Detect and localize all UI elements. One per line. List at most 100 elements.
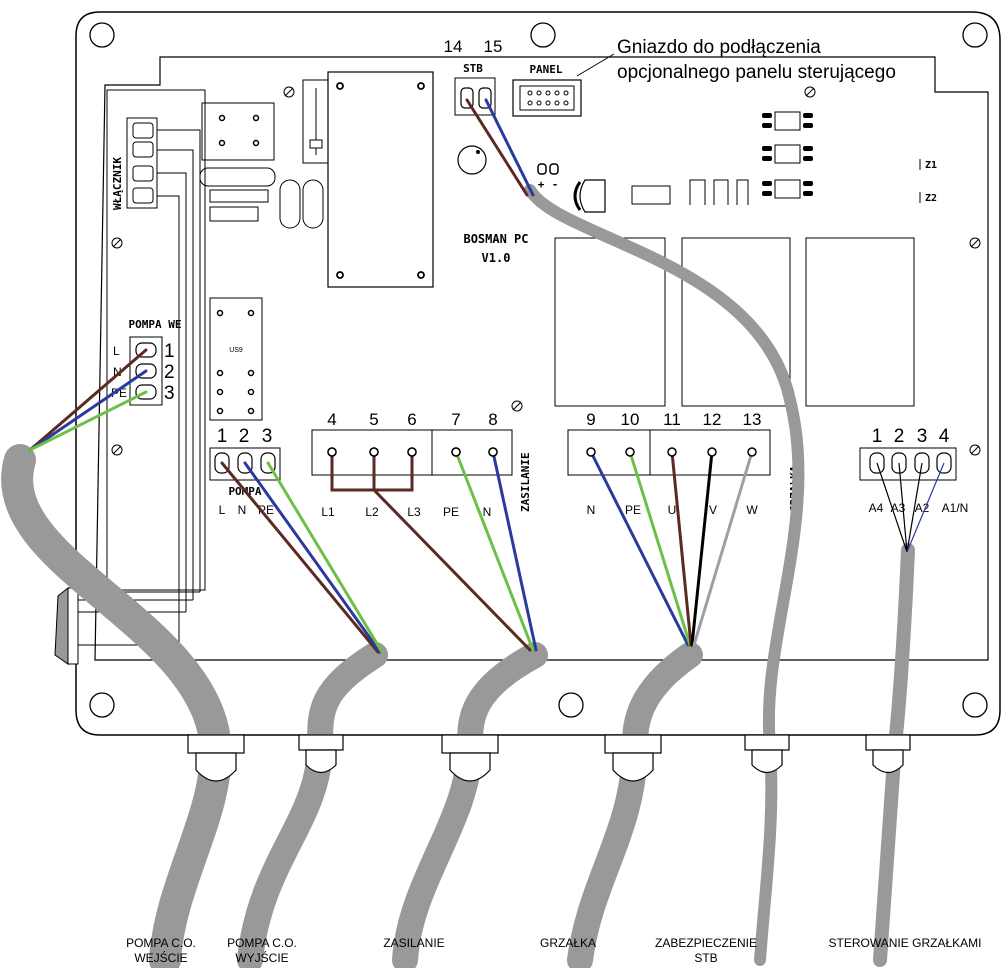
wire-brown: [372, 488, 532, 652]
enclosure-outline: [75, 11, 1001, 736]
pin-label: A4: [869, 501, 884, 515]
screw-icons: [111, 86, 981, 456]
pin-label: L: [219, 503, 226, 517]
screw-icon: [969, 444, 981, 456]
control-pin-labels: A4 A3 A2 A1/N: [869, 501, 969, 515]
minus-label: -: [552, 178, 559, 191]
heater-numbers: 9 10 11 12 13: [586, 410, 761, 429]
us9-label: US9: [229, 347, 243, 354]
power-relay: [681, 237, 791, 407]
ic-chip: [631, 185, 671, 205]
capacitor: [302, 179, 324, 229]
cable-stb: [524, 184, 805, 966]
pin-label: N: [113, 365, 122, 379]
cable-gland: [298, 734, 344, 774]
switch-module: [106, 89, 206, 591]
mounting-hole: [89, 22, 115, 48]
pin-number: 4: [939, 426, 950, 447]
terminal-number: 7: [451, 410, 460, 429]
buzzer: [457, 145, 487, 175]
wire-bridge: [330, 450, 414, 492]
pin-label: U: [668, 503, 677, 517]
pin-number: 3: [164, 383, 175, 404]
heater-terminals: [586, 447, 757, 457]
wire-green: [28, 390, 148, 452]
terminal-number: 11: [663, 410, 681, 429]
wire-brown: [670, 450, 693, 647]
panel-connector: [512, 79, 582, 117]
panel-label: PANEL: [529, 63, 562, 76]
mounting-hole: [558, 692, 584, 718]
pin-number: 3: [262, 426, 273, 447]
terminal-number: 10: [621, 410, 640, 429]
wire-green: [266, 461, 384, 654]
wire-brown: [28, 348, 148, 452]
cable-label: STEROWANIE GRZAŁKAMI: [829, 936, 982, 950]
switch-bezel: [67, 587, 79, 665]
pin-number: 1: [217, 426, 228, 447]
pin-header: [689, 179, 749, 205]
pin-label: N: [483, 505, 492, 519]
z1-label: Z1: [925, 160, 937, 171]
pin-label: L3: [407, 505, 421, 519]
pin-label: W: [746, 503, 758, 517]
mounting-hole: [962, 692, 988, 718]
wire-brown: [220, 461, 380, 654]
relay-pins: [218, 114, 260, 147]
mounting-hole: [530, 22, 556, 48]
cable-gland: [744, 734, 790, 774]
pin-label: A2: [915, 501, 930, 515]
cable-label: POMPA C.O.: [227, 936, 297, 950]
control-pins: [869, 452, 952, 474]
pin-number: 1: [164, 341, 175, 362]
pin-number: 3: [917, 426, 928, 447]
pin-label: V: [709, 503, 717, 517]
panel-pins: [527, 90, 569, 106]
capacitor: [199, 167, 276, 187]
cable-gland: [441, 734, 499, 782]
pump-in-pin-labels: L N PE 1 2 3: [111, 341, 175, 404]
mounting-hole: [89, 692, 115, 718]
terminal-number: 4: [327, 410, 336, 429]
pin-label: L1: [321, 505, 335, 519]
cable-label: WYJŚCIE: [235, 950, 288, 965]
control-numbers: 1 2 3 4: [872, 426, 950, 447]
cable-gland: [187, 734, 245, 782]
pin-label: L2: [365, 505, 379, 519]
wire-blue: [589, 450, 690, 647]
terminal-number: 5: [369, 410, 378, 429]
wire-brown: [465, 98, 529, 197]
cable-label: WEJŚCIE: [134, 950, 187, 965]
screw-icon: [969, 237, 981, 249]
wire-blue: [491, 450, 538, 652]
screw-icon: [283, 86, 295, 98]
terminal-number: 8: [488, 410, 497, 429]
pin-label: PE: [625, 503, 641, 517]
optocouplers: [774, 111, 801, 199]
cable-pump-in: [1, 444, 232, 968]
pin-number: 2: [239, 426, 250, 447]
stb-number-15: 15: [484, 37, 503, 56]
screw-icon: [804, 86, 816, 98]
cable-label: POMPA C.O.: [126, 936, 196, 950]
terminal-number: 12: [703, 410, 722, 429]
wires: [28, 98, 754, 654]
wire-green: [454, 450, 535, 652]
inductor: [579, 179, 606, 213]
wire-blue: [243, 461, 382, 654]
cable-gland: [604, 734, 662, 782]
supply-pin-labels: L1 L2 L3 PE N: [321, 505, 491, 519]
pin-label: PE: [111, 386, 127, 400]
optocoupler-pads: [762, 113, 813, 196]
cable-glands: [187, 734, 911, 782]
pin-number: 2: [894, 426, 905, 447]
pin-label: A3: [891, 501, 906, 515]
mounting-holes: [89, 22, 988, 718]
pump-in-title: POMPA WE: [129, 318, 182, 331]
us9-pins: [216, 309, 255, 415]
supply-numbers: 4 5 6 7 8: [327, 410, 497, 429]
wire-grey: [692, 450, 754, 647]
screw-icon: [511, 400, 523, 412]
terminal-number: 6: [407, 410, 416, 429]
